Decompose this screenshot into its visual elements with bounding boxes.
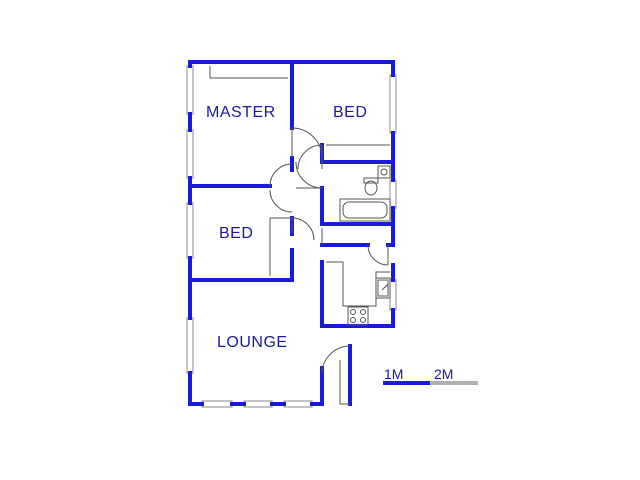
door-kitchen [367, 244, 389, 266]
room-label-lounge: LOUNGE [217, 334, 288, 351]
stove [347, 306, 369, 326]
scale-label-2m: 2M [434, 366, 454, 382]
scale-label-1m: 1M [384, 366, 404, 382]
window-master-left-lower [186, 129, 194, 179]
bath-fixtures [339, 165, 391, 222]
door-entrance-step [339, 360, 350, 405]
bathtub-inner [342, 201, 388, 219]
door-hall-bed [269, 189, 293, 213]
window-lounge-left [186, 317, 194, 374]
door-hall-master [269, 163, 293, 187]
door-bed-left [291, 217, 315, 241]
tap [381, 283, 389, 291]
doors [269, 127, 389, 405]
window-lounge-bottom-1 [201, 400, 233, 408]
door-front [321, 345, 351, 375]
window-master-left-upper [186, 65, 194, 115]
scale-bar-light [430, 381, 478, 385]
basin-drain [380, 168, 388, 176]
stove-burner-2 [360, 309, 366, 315]
kitchen-counter [326, 261, 390, 307]
window-bed-left [186, 202, 194, 259]
toilet-tank [363, 177, 379, 184]
window-bath-right [389, 179, 397, 209]
window-bed-right [389, 74, 397, 134]
kitchen-sink [375, 277, 391, 299]
door-master [291, 127, 323, 159]
window-lounge-bottom-3 [283, 400, 313, 408]
window-kitchen-right [389, 279, 397, 311]
room-label-bed-left: BED [219, 225, 254, 242]
bathtub [339, 198, 391, 222]
scale-bar [383, 381, 478, 385]
stove-burner-1 [350, 309, 356, 315]
toilet-bowl [364, 180, 378, 196]
window-lounge-bottom-2 [243, 400, 273, 408]
master-cupboard [209, 66, 288, 79]
interior-lines [209, 66, 390, 307]
door-bath [295, 161, 323, 189]
kitchen-sink-inner [377, 279, 389, 297]
kitchen-fixtures [347, 277, 391, 326]
basin [377, 165, 391, 179]
stove-burner-4 [360, 317, 366, 323]
room-label-master: MASTER [206, 104, 276, 121]
door-bed-top [297, 144, 323, 170]
scale-bar-dark [383, 381, 430, 385]
stove-burner-3 [350, 317, 356, 323]
room-label-bed-top: BED [333, 104, 368, 121]
